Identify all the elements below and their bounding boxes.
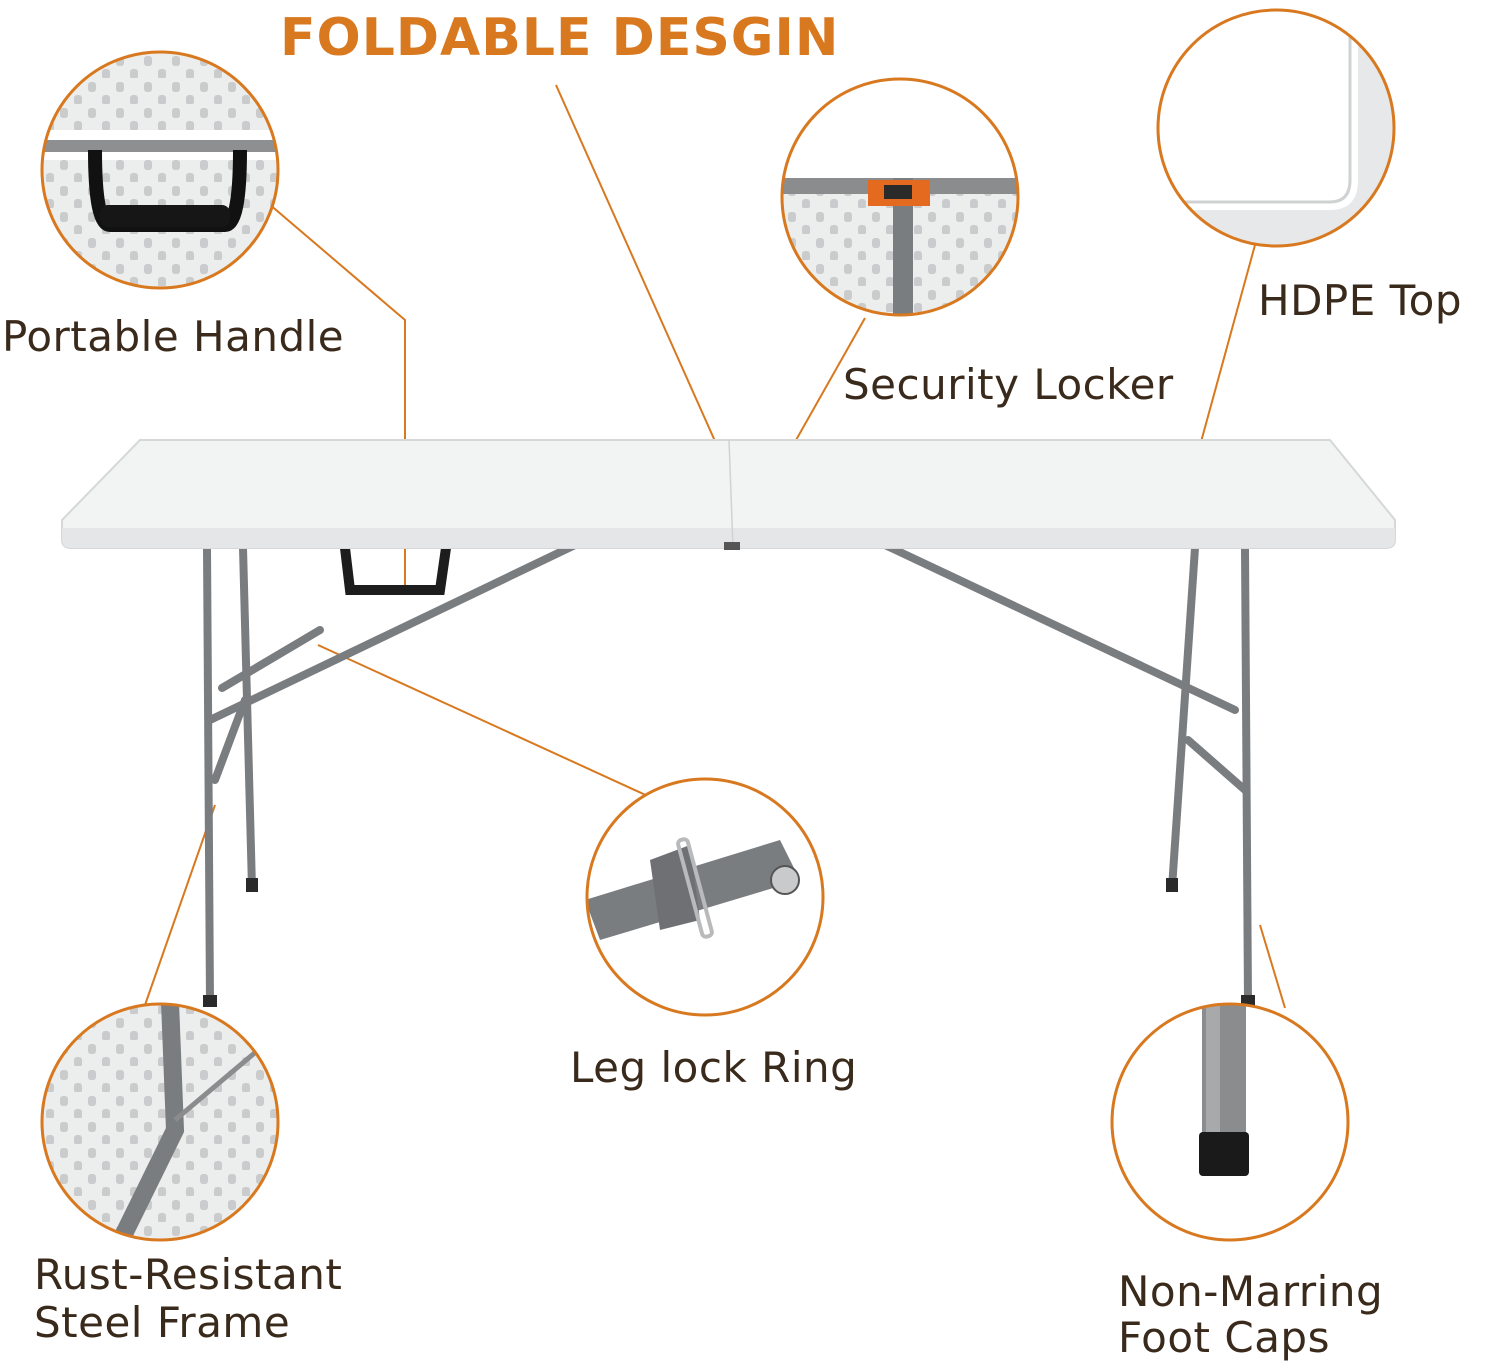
- label-leg-lock-ring: Leg lock Ring: [570, 1043, 858, 1092]
- steel-frame: [203, 541, 1252, 1007]
- leader-leg-lock: [317, 644, 651, 798]
- label-foot-caps: Foot Caps: [1118, 1313, 1330, 1362]
- circle-leg-lock-ring: [587, 779, 823, 1015]
- circle-security-locker: [782, 79, 1018, 315]
- foot-caps-small: [203, 878, 1255, 1007]
- leader-steel-frame: [144, 804, 216, 1006]
- table-top: [61, 439, 1396, 550]
- circle-steel-frame: [42, 1004, 278, 1240]
- label-rust-resistant: Rust-Resistant: [34, 1250, 343, 1299]
- label-hdpe-top: HDPE Top: [1258, 276, 1463, 325]
- page-title: FOLDABLE DESGIN: [280, 8, 840, 68]
- leader-foldable: [555, 84, 728, 469]
- leader-foot-caps: [1259, 924, 1286, 1009]
- circle-foot-caps: [1112, 1004, 1348, 1240]
- label-portable-handle: Portable Handle: [2, 312, 345, 361]
- label-security-locker: Security Locker: [843, 360, 1174, 409]
- circle-portable-handle: [42, 52, 278, 288]
- handle-strap: [340, 547, 451, 595]
- label-non-marring: Non-Marring: [1118, 1267, 1384, 1316]
- label-steel-frame: Steel Frame: [34, 1298, 291, 1347]
